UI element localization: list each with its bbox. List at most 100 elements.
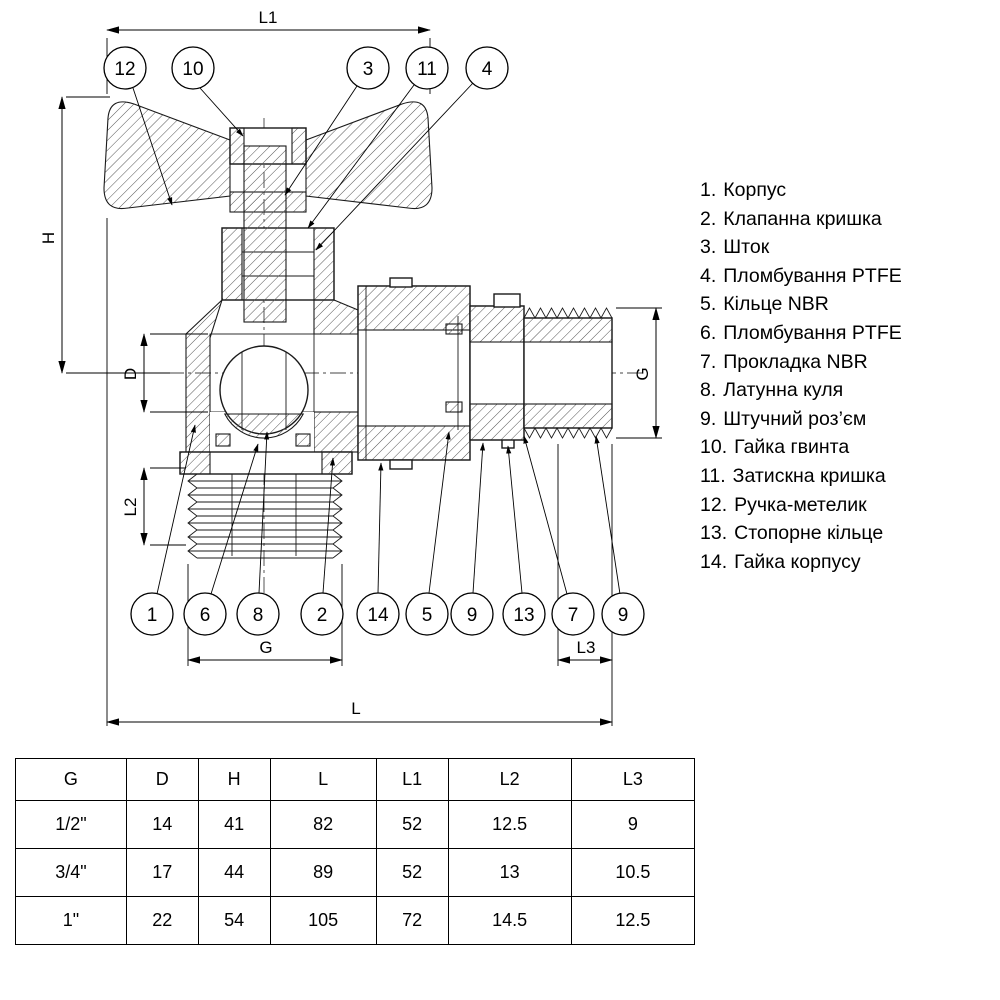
- table-row: 3/4" 17 44 89 52 13 10.5: [15, 848, 696, 897]
- table-cell: 10.5: [570, 848, 696, 897]
- callout-13: 13: [502, 592, 546, 636]
- dim-label-g-bottom: G: [259, 638, 272, 657]
- part-name: Кільце NBR: [723, 293, 829, 316]
- svg-text:2: 2: [317, 605, 328, 626]
- callout-1: 1: [130, 592, 174, 636]
- dim-label-g-right: G: [633, 367, 652, 380]
- handle-left-wing: [103, 101, 231, 210]
- part-name: Шток: [723, 236, 770, 259]
- svg-text:13: 13: [513, 605, 534, 626]
- svg-text:1: 1: [147, 605, 158, 626]
- svg-text:8: 8: [253, 605, 264, 626]
- callout-11: 11: [405, 46, 449, 90]
- callout-2: 2: [300, 592, 344, 636]
- part-number: 4.: [700, 264, 717, 287]
- dim-g-right: G: [616, 307, 662, 439]
- callout-4: 4: [465, 46, 509, 90]
- svg-text:9: 9: [467, 605, 478, 626]
- parts-list-item: 11. Затискна кришка: [700, 462, 902, 491]
- svg-text:10: 10: [182, 59, 203, 80]
- part-number: 1.: [700, 179, 717, 201]
- svg-text:5: 5: [422, 605, 433, 626]
- part-number: 10.: [700, 436, 728, 459]
- callout-9b: 9: [601, 592, 645, 636]
- screw-nut: [229, 127, 307, 165]
- callout-7: 7: [551, 592, 595, 636]
- callout-3: 3: [346, 46, 390, 90]
- handle-right-wing: [305, 101, 433, 210]
- body-right-wall-top: [313, 299, 359, 335]
- svg-text:12: 12: [114, 59, 135, 80]
- part-number: 7.: [700, 350, 717, 373]
- leader-11: [307, 84, 415, 229]
- part-number: 8.: [700, 379, 717, 402]
- leader-14: [377, 462, 384, 594]
- part-name: Прокладка NBR: [723, 350, 868, 373]
- col-header-g: G: [15, 758, 127, 801]
- svg-text:6: 6: [200, 605, 211, 626]
- leader-9b: [594, 435, 621, 595]
- table-cell: 82: [269, 800, 377, 849]
- dim-label-l: L: [351, 699, 360, 718]
- callout-9a: 9: [450, 592, 494, 636]
- callout-10: 10: [171, 46, 215, 90]
- table-cell: 22: [125, 896, 199, 945]
- table-cell: 9: [570, 800, 696, 849]
- thread-crests-bottom: [523, 427, 613, 439]
- callout-6: 6: [183, 592, 227, 636]
- dim-label-d: D: [121, 368, 140, 380]
- leader-6: [210, 443, 259, 595]
- part-number: 14.: [700, 550, 728, 573]
- dim-d: D: [121, 333, 208, 413]
- part-name: Затискна кришка: [732, 464, 886, 487]
- part-number: 5.: [700, 293, 717, 316]
- svg-text:3: 3: [363, 59, 374, 80]
- table-cell: 44: [197, 848, 271, 897]
- leader-2: [322, 457, 336, 594]
- table-cell: 12.5: [447, 800, 572, 849]
- part-number: 2.: [700, 207, 717, 230]
- parts-list-item: 2.Клапанна кришка: [700, 205, 902, 234]
- col-header-l2: L2: [447, 758, 572, 801]
- col-header-l1: L1: [375, 758, 449, 801]
- part-number: 3.: [700, 236, 717, 259]
- dim-label-l1: L1: [259, 8, 278, 27]
- dim-l: L: [106, 218, 613, 726]
- svg-text:7: 7: [568, 605, 579, 626]
- leader-9a: [472, 442, 486, 594]
- dim-label-h: H: [39, 232, 58, 244]
- parts-list-item: 3. Шток: [700, 233, 902, 262]
- part-number: 12.: [700, 493, 728, 516]
- part-number: 6.: [700, 321, 717, 344]
- part-number: 11.: [700, 464, 726, 487]
- thread-crests-top: [523, 307, 613, 319]
- col-header-h: H: [197, 758, 271, 801]
- o-ring: [445, 323, 463, 335]
- tailpiece-notch: [493, 293, 521, 308]
- part-name: Стопорне кільце: [734, 522, 884, 545]
- parts-list-item: 1. Корпус: [700, 176, 902, 205]
- brass-ball: [215, 345, 311, 447]
- part-name: Корпус: [723, 179, 787, 201]
- table-cell: 13: [447, 848, 572, 897]
- part-number: 13.: [700, 522, 728, 545]
- callout-12: 12: [103, 46, 147, 90]
- leader-8: [258, 431, 270, 594]
- svg-text:11: 11: [417, 59, 437, 80]
- parts-list-item: 10. Гайка гвинта: [700, 433, 902, 462]
- table-cell: 14.5: [447, 896, 572, 945]
- parts-list: 1.Корпус 2.Клапанна кришка 3.Шток 4.Плом…: [700, 176, 902, 576]
- leader-3: [284, 85, 358, 196]
- parts-list-item: 14.Гайка корпусу: [700, 548, 902, 577]
- table-cell: 17: [125, 848, 199, 897]
- callout-14: 14: [356, 592, 400, 636]
- col-header-l: L: [269, 758, 377, 801]
- table-cell: 72: [375, 896, 449, 945]
- part-name: Гайка гвинта: [734, 436, 850, 459]
- table-cell: 41: [197, 800, 271, 849]
- part-name: Ручка-метелик: [734, 493, 867, 516]
- dim-h: H: [39, 96, 170, 374]
- leader-1: [156, 424, 196, 595]
- leader-4: [315, 82, 474, 251]
